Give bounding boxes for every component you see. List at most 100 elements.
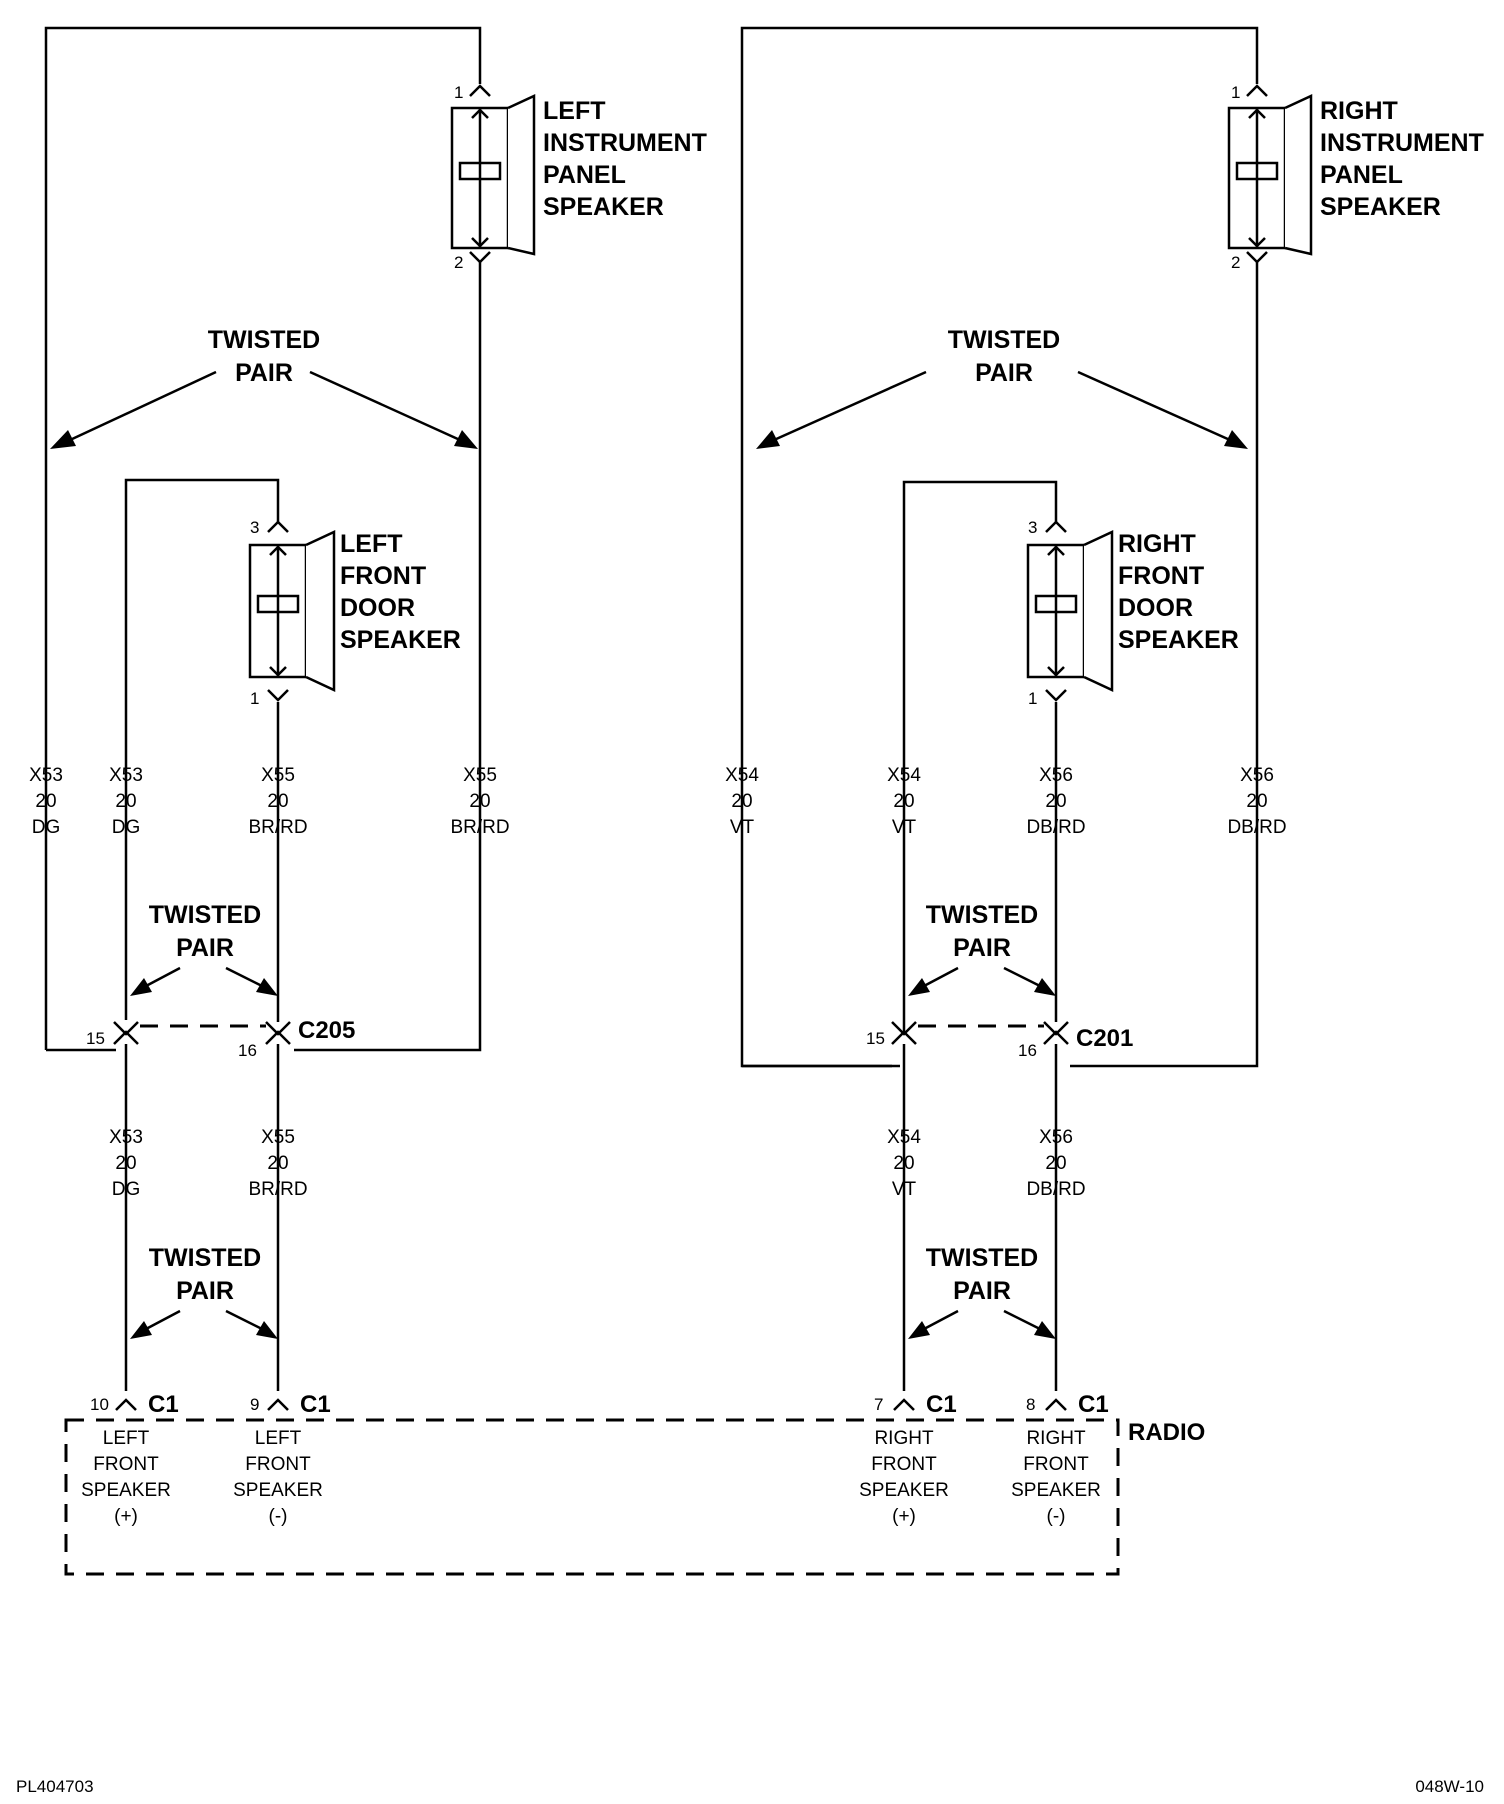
radio-right-minus-2: FRONT (1023, 1454, 1089, 1475)
tp-arrowhead-mid-right-b (1034, 978, 1056, 996)
wire-label-x54-c-gauge: 20 (893, 1153, 914, 1174)
left-instrument-panel-speaker (450, 84, 536, 264)
wire-x55-outer-left (294, 262, 482, 1052)
right-door-label-3: DOOR (1118, 594, 1193, 622)
wire-label-x53-c-gauge: 20 (115, 1153, 136, 1174)
tp-arrow-mid-left-b (225, 966, 263, 988)
left-ip-label-4: SPEAKER (543, 193, 664, 221)
radio-right-plus-2: FRONT (871, 1454, 937, 1475)
wire-label-x55-c-color: BR/RD (248, 1179, 307, 1200)
radio-right-minus-3: SPEAKER (1011, 1480, 1101, 1501)
twisted-pair-upper-right-2: PAIR (975, 359, 1033, 387)
radio-right-plus-3: SPEAKER (859, 1480, 949, 1501)
wire-label-x53-b-gauge: 20 (115, 791, 136, 812)
twisted-pair-low-left-1: TWISTED (149, 1244, 262, 1272)
c1-pin-9 (267, 1398, 289, 1411)
radio-label: RADIO (1128, 1419, 1205, 1446)
right-front-door-speaker (1026, 520, 1114, 702)
wire-label-x53-b-color: DG (112, 817, 141, 838)
twisted-pair-upper-left-1: TWISTED (208, 326, 321, 354)
connector-c1-pin9: C1 (300, 1391, 331, 1418)
tp-arrow-upper-left-b (309, 370, 461, 442)
tp-arrowhead-upper-left-a (50, 430, 76, 449)
wire-label-x55-b: X55 (463, 765, 497, 786)
c201-pin-16-male (1043, 1030, 1069, 1045)
radio-left-plus-2: FRONT (93, 1454, 159, 1475)
twisted-pair-upper-right-1: TWISTED (948, 326, 1061, 354)
right-door-label-4: SPEAKER (1118, 626, 1239, 654)
radio-left-minus-3: SPEAKER (233, 1480, 323, 1501)
connector-c1-pin10: C1 (148, 1391, 179, 1418)
tp-arrowhead-mid-left-b (256, 978, 278, 996)
c205-pin-16-male (265, 1030, 291, 1045)
wire-label-x55-a: X55 (261, 765, 295, 786)
wire-label-x53-a: X53 (29, 765, 63, 786)
left-door-label-1: LEFT (340, 530, 403, 558)
left-circuit: 1 2 LEFT INSTRUMENT PANEL SPEAKER 3 1 LE… (29, 26, 707, 1418)
c1-pin-10 (115, 1398, 137, 1411)
pin-8-c1: 8 (1026, 1395, 1035, 1414)
twisted-pair-mid-left-2: PAIR (176, 934, 234, 962)
c201-pin-15-female (891, 1021, 917, 1036)
pin-3-left-door: 3 (250, 518, 259, 537)
tp-arrow-low-right-a (923, 1309, 959, 1331)
twisted-pair-mid-left-1: TWISTED (149, 901, 262, 929)
tp-arrowhead-low-left-a (130, 1321, 152, 1339)
tp-arrow-mid-left-a (145, 966, 181, 988)
twisted-pair-mid-right-1: TWISTED (926, 901, 1039, 929)
left-ip-label-2: INSTRUMENT (543, 129, 707, 157)
pin-1-right-door: 1 (1028, 689, 1037, 708)
wire-label-x54-a-color: VT (730, 817, 755, 838)
radio-left-plus-4: (+) (114, 1506, 138, 1527)
wire-label-x55-c-gauge: 20 (267, 1153, 288, 1174)
pin-16-c205: 16 (238, 1041, 257, 1060)
right-instrument-panel-speaker (1227, 84, 1313, 264)
twisted-pair-mid-right-2: PAIR (953, 934, 1011, 962)
wire-label-x56-c-color: DB/RD (1026, 1179, 1085, 1200)
wire-label-x56-a-color: DB/RD (1026, 817, 1085, 838)
tp-arrow-upper-right-a (773, 370, 927, 442)
radio-left-minus-2: FRONT (245, 1454, 311, 1475)
pin-1-right-ip: 1 (1231, 83, 1240, 102)
pin-15-c201: 15 (866, 1029, 885, 1048)
left-ip-label-1: LEFT (543, 97, 606, 125)
wire-label-x53-a-color: DG (32, 817, 61, 838)
radio-left-plus-3: SPEAKER (81, 1480, 171, 1501)
tp-arrowhead-low-left-b (256, 1321, 278, 1339)
c205-pin-15-male (113, 1030, 139, 1045)
tp-arrow-mid-right-b (1003, 966, 1041, 988)
left-ip-label-3: PANEL (543, 161, 626, 189)
wire-label-x54-c: X54 (887, 1127, 921, 1148)
c205-pin-15-female (113, 1021, 139, 1036)
wire-label-x55-b-gauge: 20 (469, 791, 490, 812)
wire-label-x54-b-color: VT (892, 817, 917, 838)
twisted-pair-low-right-1: TWISTED (926, 1244, 1039, 1272)
pin-10-c1: 10 (90, 1395, 109, 1414)
pin-1-left-door: 1 (250, 689, 259, 708)
tp-arrow-upper-right-b (1077, 370, 1231, 442)
radio-module: RADIO LEFT FRONT SPEAKER (+) LEFT FRONT … (64, 1418, 1205, 1576)
tp-arrowhead-upper-right-b (1224, 430, 1248, 449)
wire-label-x54-c-color: VT (892, 1179, 917, 1200)
pin-16-c201: 16 (1018, 1041, 1037, 1060)
wire-label-x56-b-color: DB/RD (1227, 817, 1286, 838)
pin-2-right-ip: 2 (1231, 253, 1240, 272)
wire-label-x56-a: X56 (1039, 765, 1073, 786)
tp-arrow-low-left-b (225, 1309, 263, 1331)
footer-left-code: PL404703 (16, 1777, 94, 1796)
pin-9-c1: 9 (250, 1395, 259, 1414)
tp-arrow-mid-right-a (923, 966, 959, 988)
wire-label-x54-a-gauge: 20 (731, 791, 752, 812)
wire-label-x56-a-gauge: 20 (1045, 791, 1066, 812)
wire-label-x53-b: X53 (109, 765, 143, 786)
wire-label-x53-c: X53 (109, 1127, 143, 1148)
tp-arrow-low-left-a (145, 1309, 181, 1331)
c1-pin-7 (893, 1398, 915, 1411)
wire-label-x55-c: X55 (261, 1127, 295, 1148)
tp-arrow-low-right-b (1003, 1309, 1041, 1331)
tp-arrowhead-upper-left-b (454, 430, 478, 449)
left-door-label-2: FRONT (340, 562, 426, 590)
c201-pin-16-female (1043, 1021, 1069, 1036)
right-ip-label-3: PANEL (1320, 161, 1403, 189)
pin-7-c1: 7 (874, 1395, 883, 1414)
